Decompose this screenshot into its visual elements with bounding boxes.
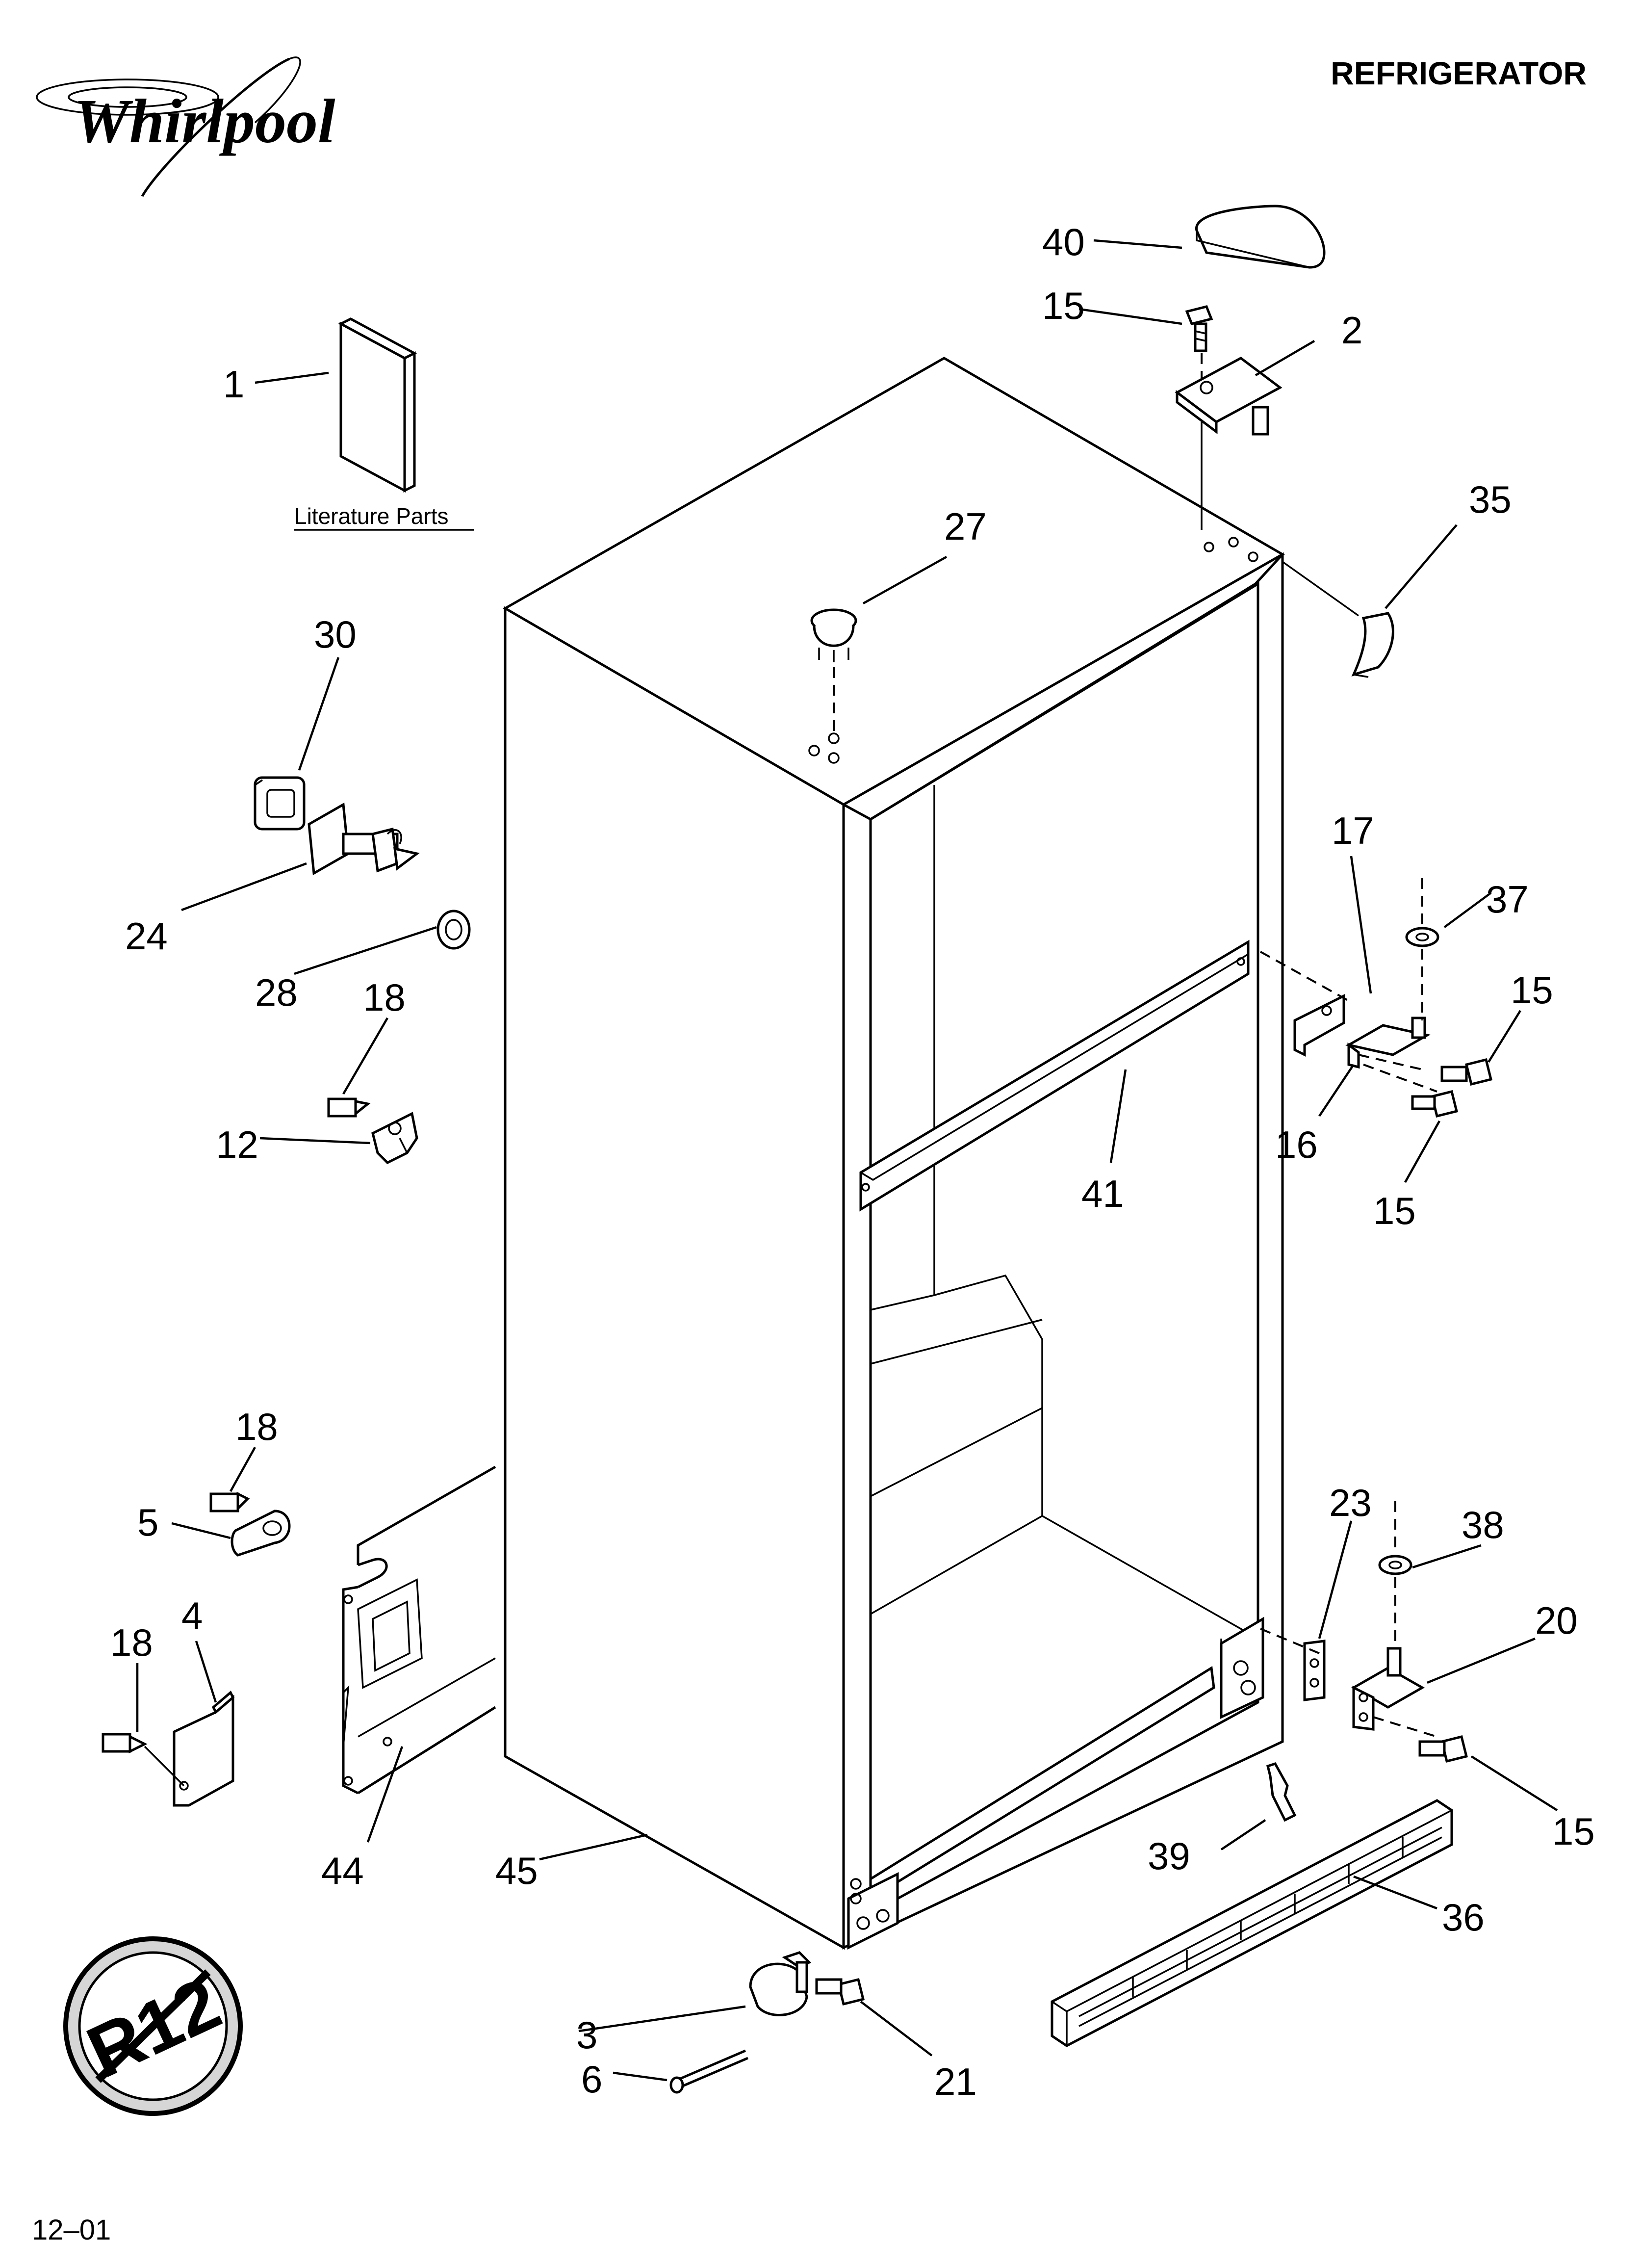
callout-40: 40 xyxy=(1042,220,1085,263)
screw-18b xyxy=(209,1491,250,1512)
page-title: REFRIGERATOR xyxy=(1331,55,1587,91)
callout-16: 16 xyxy=(1275,1123,1318,1166)
washer-37 xyxy=(1405,927,1439,947)
callout-4: 4 xyxy=(181,1594,203,1637)
brand-name: Whirlpool xyxy=(74,86,335,156)
lower-hinge-20 xyxy=(1351,1647,1425,1731)
pin-6 xyxy=(669,2049,748,2094)
callout-18-low: 18 xyxy=(110,1621,153,1664)
top-plug xyxy=(810,608,857,662)
bracket-12 xyxy=(371,1112,418,1165)
callout-24: 24 xyxy=(125,914,168,958)
top-hinge-screw xyxy=(1185,305,1213,352)
divider-rail xyxy=(859,939,1250,1212)
no-r12-badge: R12 xyxy=(63,1936,243,2116)
top-hinge xyxy=(1175,357,1283,436)
callout-5: 5 xyxy=(137,1501,158,1544)
screw-18c xyxy=(102,1733,148,1754)
literature-label: Literature Parts xyxy=(294,503,448,529)
callout-18-top: 18 xyxy=(363,976,406,1019)
callout-30: 30 xyxy=(314,613,357,656)
screw-15c xyxy=(1411,1090,1459,1118)
center-hinge-17 xyxy=(1293,993,1345,1057)
callout-20: 20 xyxy=(1535,1599,1578,1642)
callout-6: 6 xyxy=(581,2058,602,2101)
callout-36: 36 xyxy=(1442,1896,1485,1939)
lower-hinge-shim-23 xyxy=(1303,1640,1326,1701)
screw-21 xyxy=(815,1978,865,2006)
callout-12: 12 xyxy=(216,1123,258,1166)
callout-17: 17 xyxy=(1332,809,1374,852)
pin-assembly-24 xyxy=(308,802,420,876)
callout-28: 28 xyxy=(255,971,298,1014)
callout-15-mid: 15 xyxy=(1511,968,1553,1012)
callout-1: 1 xyxy=(223,363,244,406)
callout-37: 37 xyxy=(1486,878,1529,921)
clamp-5 xyxy=(231,1510,291,1557)
callout-44: 44 xyxy=(321,1849,364,1892)
screw-15b xyxy=(1440,1058,1493,1086)
center-hinge-16 xyxy=(1345,1017,1431,1069)
screw-18a xyxy=(327,1097,371,1118)
callout-2: 2 xyxy=(1341,309,1362,352)
callout-15-center: 15 xyxy=(1373,1189,1416,1232)
callouts: 40 15 2 1 35 27 30 24 28 18 12 41 17 37 … xyxy=(110,220,1595,2103)
callout-3: 3 xyxy=(576,2013,597,2057)
callout-15-low: 15 xyxy=(1552,1810,1595,1853)
literature-booklet xyxy=(338,317,417,493)
callout-18-mid: 18 xyxy=(235,1405,278,1448)
toe-grille-36 xyxy=(1051,1799,1453,2047)
back-plate-44 xyxy=(342,1465,496,1795)
refrigerator-cabinet xyxy=(502,357,1285,1950)
roller-3 xyxy=(749,1951,812,2016)
callout-27: 27 xyxy=(944,505,987,548)
hinge-trim-piece xyxy=(1351,612,1394,678)
washer-38 xyxy=(1378,1555,1412,1575)
callout-23: 23 xyxy=(1329,1481,1372,1524)
cover-4 xyxy=(173,1691,235,1807)
callout-15-top: 15 xyxy=(1042,284,1085,327)
callout-45: 45 xyxy=(495,1849,538,1892)
date-code: 12–01 xyxy=(32,2214,111,2246)
screw-15d xyxy=(1418,1735,1468,1763)
callout-38: 38 xyxy=(1462,1503,1504,1546)
leader-lines xyxy=(136,239,1558,2082)
callout-35: 35 xyxy=(1469,478,1512,521)
callout-21: 21 xyxy=(934,2060,977,2103)
whirlpool-logo: Whirlpool xyxy=(36,56,335,197)
callout-39: 39 xyxy=(1148,1834,1190,1877)
callout-41: 41 xyxy=(1081,1172,1124,1215)
gasket-30 xyxy=(254,776,306,831)
clip-39 xyxy=(1266,1762,1297,1822)
bushing-28 xyxy=(436,910,471,950)
hinge-cover-cap xyxy=(1195,205,1326,269)
